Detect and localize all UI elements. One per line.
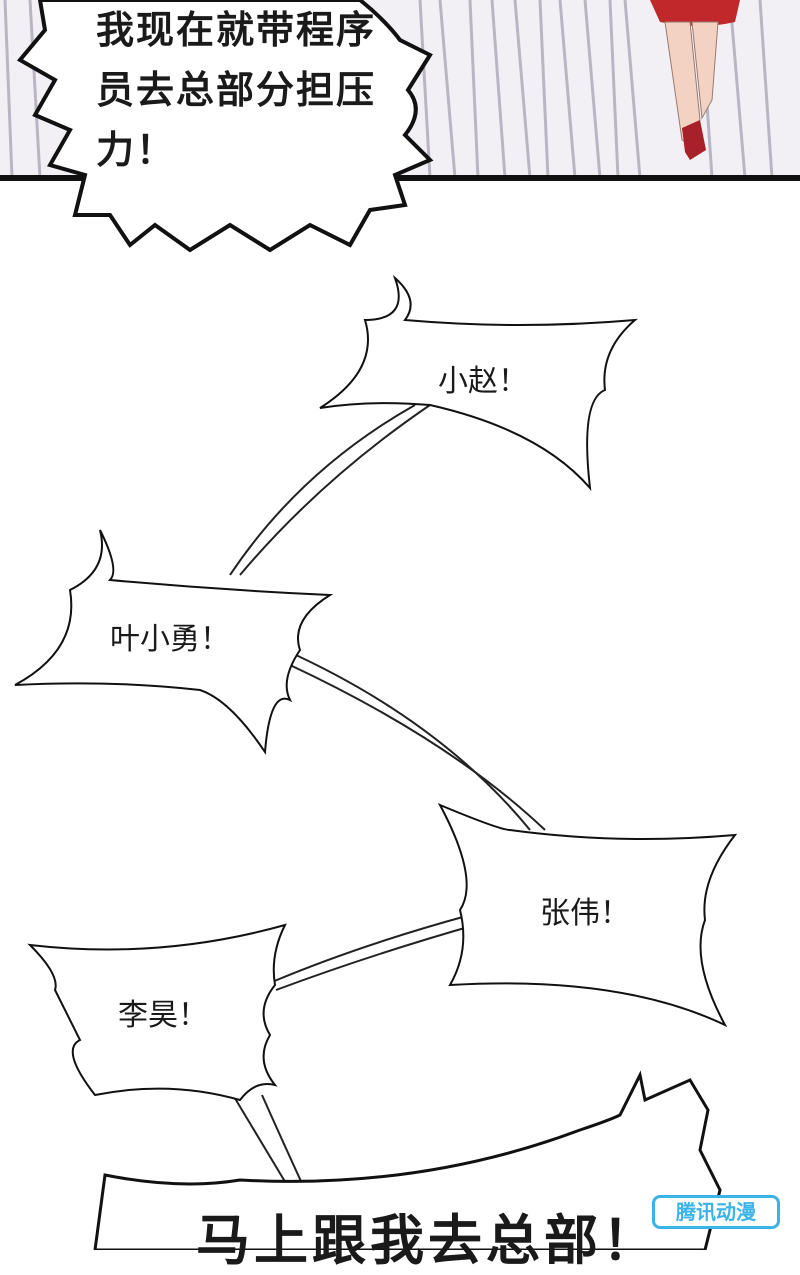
- top-speech-bubble: [16, 0, 434, 253]
- tencent-comic-watermark: 腾讯动漫: [652, 1195, 780, 1229]
- bubble-tails: [229, 404, 546, 1191]
- bubble-zhao-text: 小赵！: [438, 364, 528, 399]
- bubble-ye-text: 叶小勇！: [110, 622, 230, 657]
- character-legs: [650, 0, 740, 160]
- bubble-zhao: [319, 274, 639, 492]
- bubble-bottom: [93, 1070, 722, 1250]
- top-speech-text: 我现在就带程序员去总部分担压力！: [96, 8, 377, 172]
- bubble-zhang: [437, 803, 738, 1028]
- bubble-li: [27, 923, 287, 1102]
- bubble-bottom-text: 马上跟我去总部！: [196, 1209, 660, 1272]
- bubble-zhang-text: 张伟！: [540, 896, 630, 931]
- bubble-ye: [14, 529, 334, 755]
- bubble-li-text: 李昊！: [118, 998, 208, 1033]
